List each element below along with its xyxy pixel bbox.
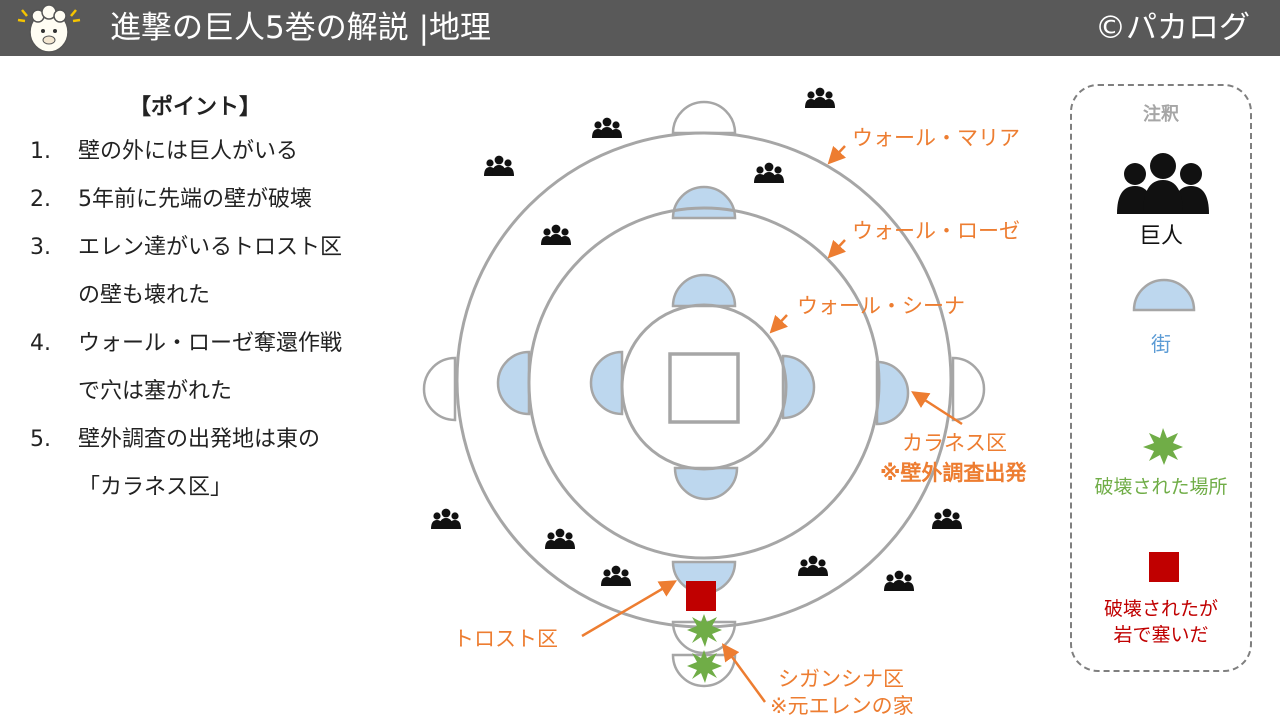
point-number: 3. [30,235,51,260]
label-wall-sina: ウォール・シーナ [797,294,965,318]
point-text: 「カラネス区」 [78,475,233,500]
legend-town-label: 街 [1151,332,1171,356]
point-item: 4. ウォール・ローゼ奪還作戦 [30,320,420,368]
point-text: の壁も壊れた [78,283,211,308]
point-number: 4. [30,331,51,356]
wall-rose [527,206,881,560]
titan-icon [545,528,575,549]
label-wall-rose: ウォール・ローゼ [852,219,1020,243]
arrow-shiganshina [721,643,767,703]
points-panel: 【ポイント】 1. 壁の外には巨人がいる 2. 5年前に先端の壁が破壊 3. エレン達… [30,88,420,512]
legend-titan-label: 巨人 [1138,224,1183,249]
legend-destroyed-icon [1143,428,1183,465]
label-shiganshina: シガンシナ区 [778,667,904,691]
point-item: 1. 壁の外には巨人がいる [30,128,420,176]
titan-icon [592,117,622,138]
titan-icon [884,570,914,591]
points-list: 1. 壁の外には巨人がいる 2. 5年前に先端の壁が破壊 3. エレン達がいるトロスト… [30,128,420,512]
point-item-continued: の壁も壊れた [30,272,420,320]
arrow-karanes [911,391,963,426]
town-karanes [875,360,910,426]
arrow-trost [581,580,678,638]
point-item: 5. 壁外調査の出発地は東の [30,416,420,464]
titan-icon [601,565,631,586]
titan-icon [484,155,514,176]
point-text: 壁外調査の出発地は東の [78,427,321,452]
label-karanes: カラネス区 [902,431,1007,455]
point-number: 5. [30,427,51,452]
central-palace [668,352,740,424]
outer-gate-towns [422,100,986,422]
legend-blocked-label-2: 岩で塞いだ [1113,624,1209,646]
point-text: 壁の外には巨人がいる [78,139,299,164]
legend-titan-icon [1117,153,1209,214]
label-trost: トロスト区 [453,627,558,651]
legend-title: 注釈 [1143,104,1179,125]
point-item-continued: 「カラネス区」 [30,464,420,512]
diagram-labels: ウォール・マリア ウォール・ローゼ ウォール・シーナ カラネス区 ※壁外調査出発… [453,126,1027,718]
legend-blocked-label-1: 破壊されたが [1103,598,1218,620]
arrow-sina [769,314,788,334]
titan-icon [932,508,962,529]
town-north-sina [671,273,737,308]
copyright-text: ©パカログ [1095,10,1250,46]
label-arrows [581,145,963,703]
titan-icon [754,162,784,183]
town-west-outer [422,356,457,422]
point-text: ウォール・ローゼ奪還作戦 [78,331,343,356]
point-text: 5年前に先端の壁が破壊 [78,187,312,212]
titan-icon [541,224,571,245]
titan-icon [798,555,828,576]
town-north-rose [671,185,737,220]
titan-icons [431,87,962,591]
label-wall-maria: ウォール・マリア [852,126,1020,150]
town-west-rose [496,350,531,416]
town-east-outer [951,356,986,422]
town-west-sina [589,350,624,416]
point-text: で穴は塞がれた [78,379,233,404]
label-karanes-note: ※壁外調査出発 [880,461,1027,485]
point-number: 1. [30,139,51,164]
arrow-rose [827,239,846,259]
town-south-sina [673,466,739,501]
alpaca-icon [17,4,81,53]
destroyed-marker-lower [687,650,722,683]
label-shiganshina-note: ※元エレンの家 [770,694,914,718]
legend-destroyed-label: 破壊された場所 [1094,476,1228,498]
arrow-maria [827,145,846,165]
destroyed-marker-upper [687,614,722,647]
titan-icon [431,508,461,529]
blocked-marker-trost [686,581,716,611]
town-north-outer [671,100,737,135]
wall-sina [620,303,788,471]
page-title: 進撃の巨人5巻の解説 |地理 [110,10,492,46]
point-item-continued: で穴は塞がれた [30,368,420,416]
point-item: 2. 5年前に先端の壁が破壊 [30,176,420,224]
titan-icon [805,87,835,108]
town-east-sina [781,354,816,420]
points-title: 【ポイント】 [128,95,261,120]
inner-towns [496,185,910,595]
legend-town-icon [1132,278,1196,312]
legend-panel: 注釈 巨人 街 破壊された場所 破壊されたが 岩で塞いだ [1070,84,1252,672]
legend-blocked-icon [1149,552,1179,582]
point-text: エレン達がいるトロスト区 [78,235,343,260]
point-item: 3. エレン達がいるトロスト区 [30,224,420,272]
point-number: 2. [30,187,51,212]
header-bar: 進撃の巨人5巻の解説 |地理 ©パカログ [0,0,1280,56]
